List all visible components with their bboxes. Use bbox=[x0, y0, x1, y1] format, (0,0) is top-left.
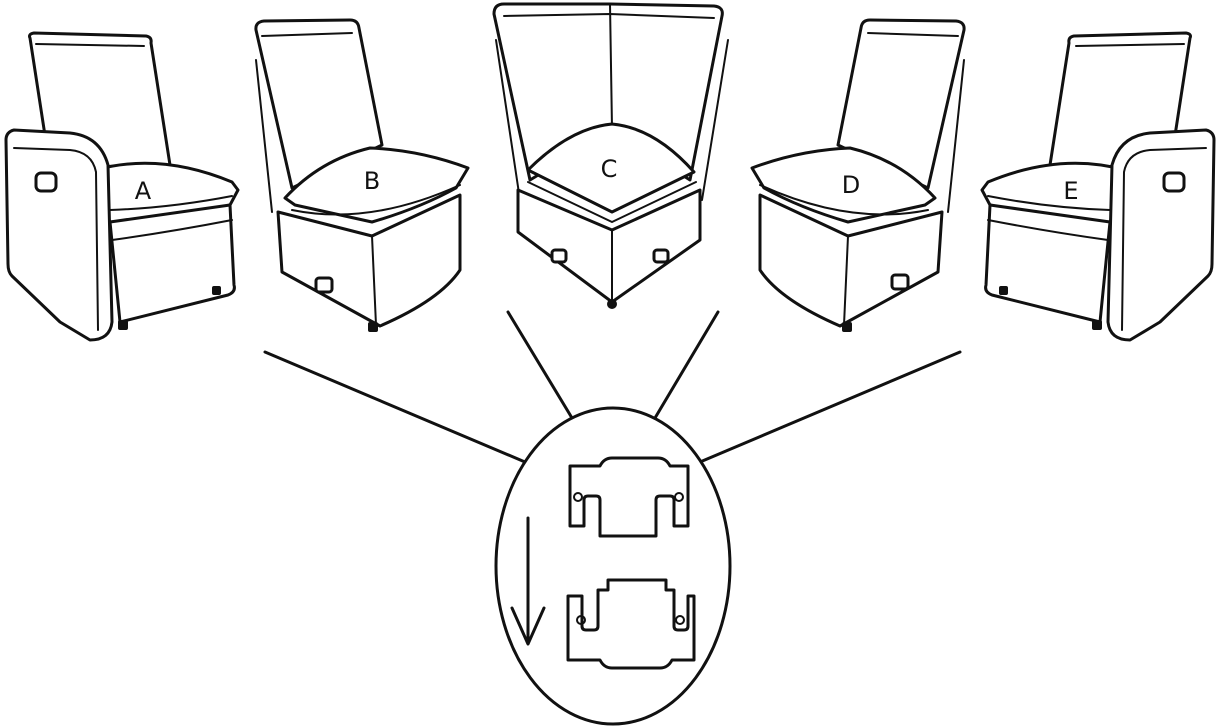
label-e: E bbox=[1063, 177, 1078, 205]
leader-line-a bbox=[265, 352, 525, 462]
label-a: A bbox=[135, 177, 152, 205]
chair-b-bracket-slot-icon bbox=[316, 278, 332, 292]
label-d: D bbox=[842, 171, 860, 199]
leader-line-b bbox=[508, 312, 572, 418]
chair-e bbox=[982, 33, 1214, 340]
label-b: B bbox=[364, 167, 380, 195]
chair-c-bracket-slot-left-icon bbox=[552, 250, 566, 262]
chair-a-recline-handle-icon bbox=[36, 173, 56, 191]
leader-line-e bbox=[700, 352, 960, 462]
label-c: C bbox=[601, 155, 618, 183]
leader-line-d bbox=[655, 312, 718, 418]
chair-a bbox=[6, 33, 238, 340]
chair-c-bracket-slot-right-icon bbox=[654, 250, 668, 262]
chair-e-recline-handle-icon bbox=[1164, 173, 1184, 191]
detail-circle bbox=[496, 408, 730, 724]
connector-detail bbox=[496, 408, 730, 724]
chair-b bbox=[256, 20, 468, 332]
chair-d-bracket-slot-icon bbox=[892, 275, 908, 289]
